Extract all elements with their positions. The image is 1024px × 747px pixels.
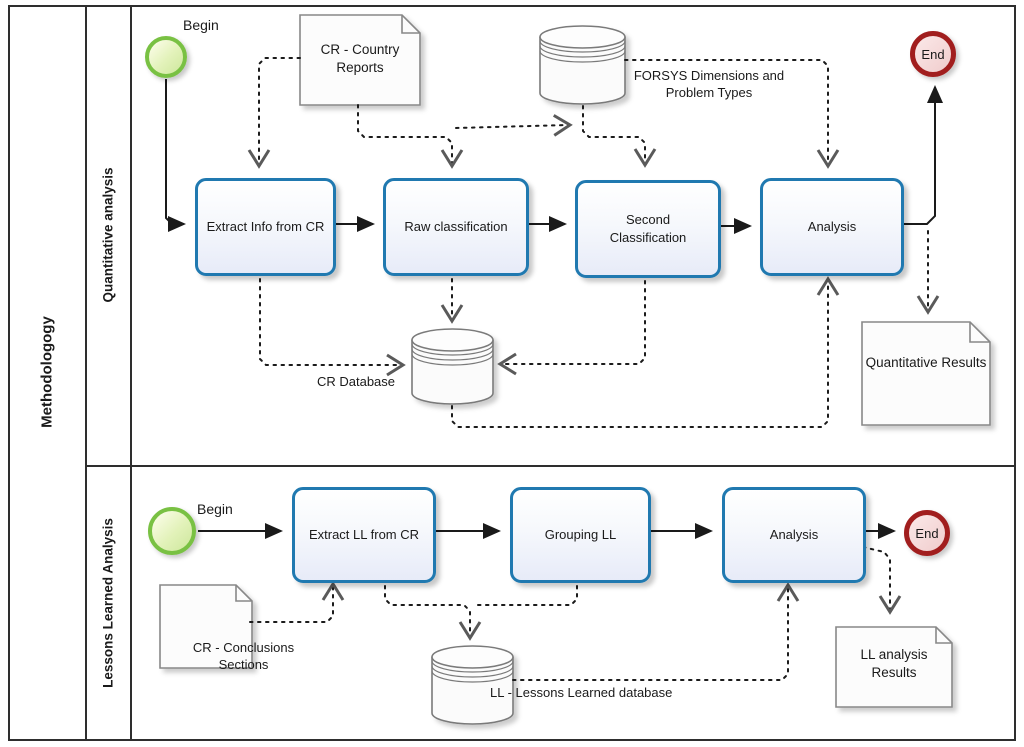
task-analysis-quantitative: Analysis [760, 178, 904, 276]
pool-label-divider [85, 5, 87, 739]
lane-label-quantitative: Quantitative analysis [100, 167, 116, 303]
doc-ll-analysis-results-label: LL analysis Results [860, 647, 928, 680]
end-event-bottom: End [904, 510, 950, 556]
cr-database-label: CR Database [316, 374, 396, 389]
doc-quantitative-results-label: Quantitative Results [865, 355, 987, 370]
lane-divider [85, 465, 1014, 467]
pool-title: Methodologogy [38, 316, 56, 428]
task-grouping-ll: Grouping LL [510, 487, 651, 583]
end-event-top: End [910, 31, 956, 77]
task-second-classification: Second Classification [575, 180, 721, 278]
pool-border [8, 5, 1016, 741]
doc-cr-conclusions-label: CR - Conclusions Sections [192, 640, 295, 672]
begin-event-bottom [148, 507, 196, 555]
doc-cr-country-reports-label: CR - Country Reports [320, 42, 400, 75]
lane-label-lessons-learned: Lessons Learned Analysis [100, 518, 116, 688]
lane-label-divider [130, 5, 132, 739]
ll-database-label: LL - Lessons Learned database [490, 685, 673, 700]
begin-label-top: Begin [183, 17, 219, 33]
begin-event-top [145, 36, 187, 78]
task-extract-info-from-cr: Extract Info from CR [195, 178, 336, 276]
begin-label-bottom: Begin [197, 501, 233, 517]
forsys-datastore-label: FORSYS Dimensions and Problem Types [633, 68, 785, 100]
task-analysis-ll: Analysis [722, 487, 866, 583]
task-raw-classification: Raw classification [383, 178, 529, 276]
task-extract-ll-from-cr: Extract LL from CR [292, 487, 436, 583]
